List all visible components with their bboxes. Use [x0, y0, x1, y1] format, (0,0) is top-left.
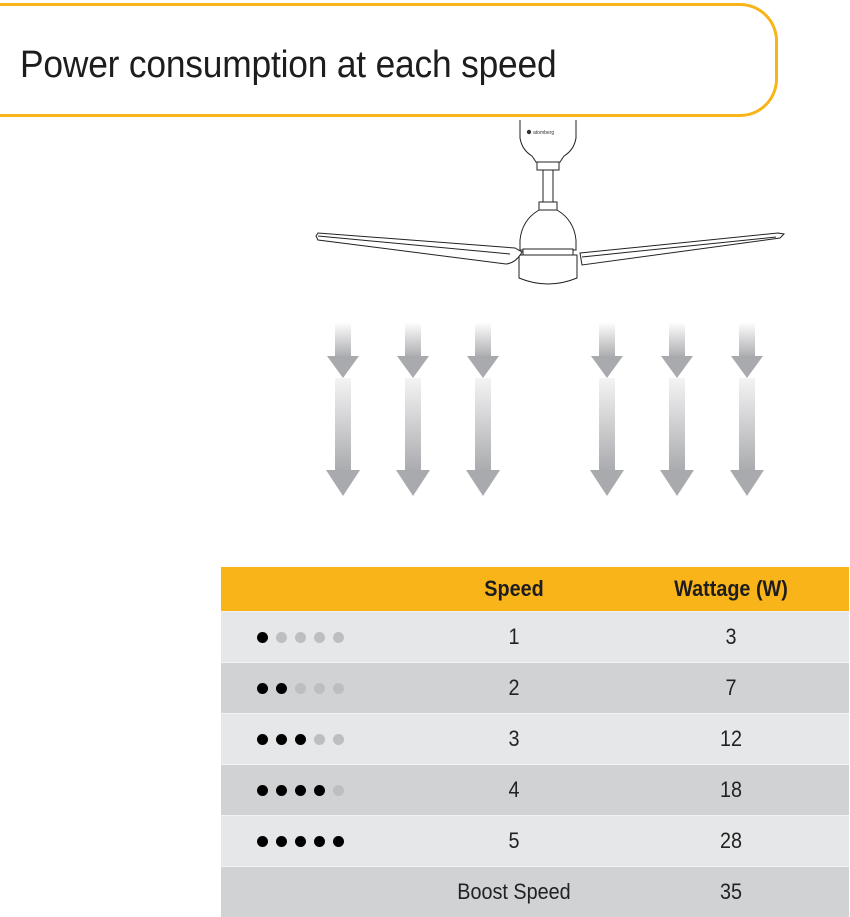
wattage-value: 18 — [719, 777, 743, 802]
ceiling-fan-illustration: atomberg — [315, 120, 786, 285]
dot-empty-icon — [333, 682, 344, 694]
dot-filled-icon — [276, 784, 287, 796]
page-title: Power consumption at each speed — [20, 44, 557, 86]
speed-indicator — [221, 733, 396, 745]
dot-filled-icon — [257, 682, 268, 694]
dot-filled-icon — [295, 733, 306, 745]
wattage-value: 28 — [719, 828, 743, 853]
down-arrow-icon — [660, 322, 694, 496]
dot-filled-icon — [257, 835, 268, 847]
dot-empty-icon — [314, 631, 325, 643]
header-wattage: Wattage (W) — [674, 576, 788, 601]
dot-filled-icon — [276, 682, 287, 694]
table-row: 5 28 — [221, 815, 849, 866]
speed-indicator — [221, 682, 396, 694]
table-row: 3 12 — [221, 713, 849, 764]
wattage-value: 3 — [725, 624, 737, 649]
speed-indicator — [221, 784, 396, 796]
speed-value: 2 — [508, 675, 520, 700]
dot-empty-icon — [276, 631, 287, 643]
title-banner: Power consumption at each speed — [0, 3, 778, 117]
speed-value: Boost Speed — [457, 879, 571, 904]
wattage-value: 35 — [719, 879, 743, 904]
table-row: Boost Speed 35 — [221, 866, 849, 917]
dot-filled-icon — [295, 784, 306, 796]
dot-empty-icon — [314, 733, 325, 745]
down-arrow-icon — [590, 322, 624, 496]
table-row: 4 18 — [221, 764, 849, 815]
dot-empty-icon — [333, 784, 344, 796]
dot-filled-icon — [257, 784, 268, 796]
speed-indicator — [221, 631, 396, 643]
dot-filled-icon — [314, 835, 325, 847]
down-arrow-icon — [326, 322, 360, 496]
dot-empty-icon — [333, 733, 344, 745]
wattage-value: 7 — [725, 675, 737, 700]
down-arrow-icon — [466, 322, 500, 496]
table-header: Speed Wattage (W) — [221, 567, 849, 611]
down-arrow-icon — [396, 322, 430, 496]
dot-empty-icon — [295, 682, 306, 694]
dot-filled-icon — [314, 784, 325, 796]
wattage-value: 12 — [719, 726, 743, 751]
dot-filled-icon — [295, 835, 306, 847]
dot-empty-icon — [333, 631, 344, 643]
speed-value: 4 — [508, 777, 520, 802]
dot-filled-icon — [257, 733, 268, 745]
dot-filled-icon — [276, 733, 287, 745]
brand-label: atomberg — [533, 130, 554, 136]
dot-filled-icon — [257, 631, 268, 643]
dot-filled-icon — [276, 835, 287, 847]
header-speed: Speed — [484, 576, 544, 601]
speed-value: 3 — [508, 726, 520, 751]
speed-indicator — [221, 835, 396, 847]
down-arrow-icon — [730, 322, 764, 496]
speed-value: 5 — [508, 828, 520, 853]
speed-value: 1 — [508, 624, 520, 649]
dot-empty-icon — [295, 631, 306, 643]
dot-filled-icon — [333, 835, 344, 847]
dot-empty-icon — [314, 682, 325, 694]
